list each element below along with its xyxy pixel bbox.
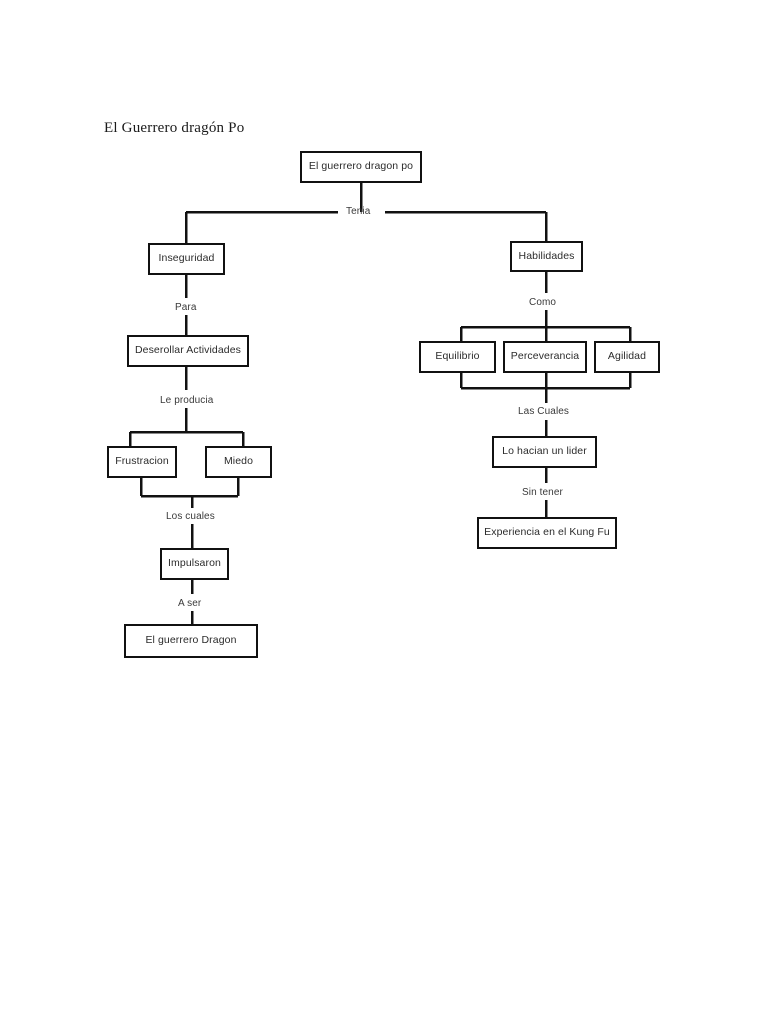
node-frustracion[interactable]: Frustracion	[107, 446, 177, 478]
node-root[interactable]: El guerrero dragon po	[300, 151, 422, 183]
node-inseguridad-label: Inseguridad	[158, 252, 215, 265]
node-miedo-label: Miedo	[223, 455, 254, 468]
edge-label-como: Como	[529, 297, 557, 308]
node-habilidades-label: Habilidades	[518, 249, 575, 262]
node-experiencia-kung-fu[interactable]: Experiencia en el Kung Fu	[477, 517, 617, 549]
node-agilidad[interactable]: Agilidad	[594, 341, 660, 373]
node-equilibrio[interactable]: Equilibrio	[419, 341, 496, 373]
node-equilibrio-label: Equilibrio	[435, 350, 480, 363]
edge-label-las-cuales: Las Cuales	[518, 406, 570, 417]
node-miedo[interactable]: Miedo	[205, 446, 272, 478]
node-perceverancia-label: Perceverancia	[510, 350, 580, 363]
node-experiencia-kung-fu-label: Experiencia en el Kung Fu	[484, 526, 610, 539]
edge-label-sin-tener: Sin tener	[522, 487, 563, 498]
node-habilidades[interactable]: Habilidades	[510, 241, 583, 272]
node-perceverancia[interactable]: Perceverancia	[503, 341, 587, 373]
node-impulsaron-label: Impulsaron	[168, 557, 221, 570]
node-frustracion-label: Frustracion	[115, 455, 169, 468]
node-lo-hacian-un-lider-label: Lo hacian un lider	[502, 445, 587, 458]
node-lo-hacian-un-lider[interactable]: Lo hacian un lider	[492, 436, 597, 468]
edge-label-los-cuales: Los cuales	[166, 511, 215, 522]
node-agilidad-label: Agilidad	[607, 350, 647, 363]
edge-label-le-producia: Le producia	[160, 395, 214, 406]
node-inseguridad[interactable]: Inseguridad	[148, 243, 225, 275]
edge-label-a-ser: A ser	[178, 598, 202, 609]
edge-label-para: Para	[175, 302, 197, 313]
page-title: El Guerrero dragón Po	[104, 120, 245, 136]
node-impulsaron[interactable]: Impulsaron	[160, 548, 229, 580]
node-guerrero-dragon-label: El guerrero Dragon	[145, 634, 237, 647]
edge-label-tenia: Tenia	[346, 206, 371, 217]
node-guerrero-dragon[interactable]: El guerrero Dragon	[124, 624, 258, 658]
node-deserollar-actividades[interactable]: Deserollar Actividades	[127, 335, 249, 367]
node-root-label: El guerrero dragon po	[308, 160, 414, 173]
node-deserollar-actividades-label: Deserollar Actividades	[134, 344, 242, 357]
